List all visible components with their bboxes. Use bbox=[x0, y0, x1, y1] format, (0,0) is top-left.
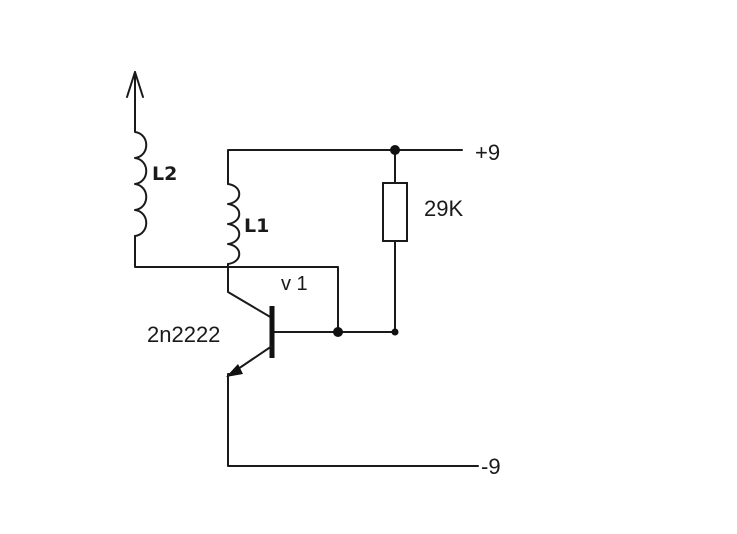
resistor-body bbox=[382, 182, 408, 242]
label-positive-supply: +9 bbox=[475, 140, 500, 165]
inductor-l2-coil bbox=[134, 107, 148, 241]
l2-return-wire bbox=[134, 235, 339, 333]
junction-dot-base bbox=[333, 327, 343, 337]
positive-rail-wire bbox=[227, 149, 463, 185]
label-negative-supply: -9 bbox=[481, 454, 501, 479]
inductor-l1-coil bbox=[227, 183, 241, 265]
antenna-arrow-icon bbox=[126, 71, 144, 109]
label-node-v1: v 1 bbox=[281, 273, 308, 295]
collector-wire bbox=[227, 263, 273, 319]
label-transistor-part: 2n2222 bbox=[147, 322, 220, 347]
label-l2: L2 bbox=[152, 163, 177, 185]
junction-dot-top bbox=[390, 145, 400, 155]
label-resistor-value: 29K bbox=[424, 196, 463, 221]
negative-rail-wire bbox=[227, 373, 479, 467]
label-l1: L1 bbox=[244, 215, 269, 237]
transistor-symbol-icon bbox=[226, 306, 275, 377]
junction-dot-resistor bbox=[391, 328, 399, 336]
